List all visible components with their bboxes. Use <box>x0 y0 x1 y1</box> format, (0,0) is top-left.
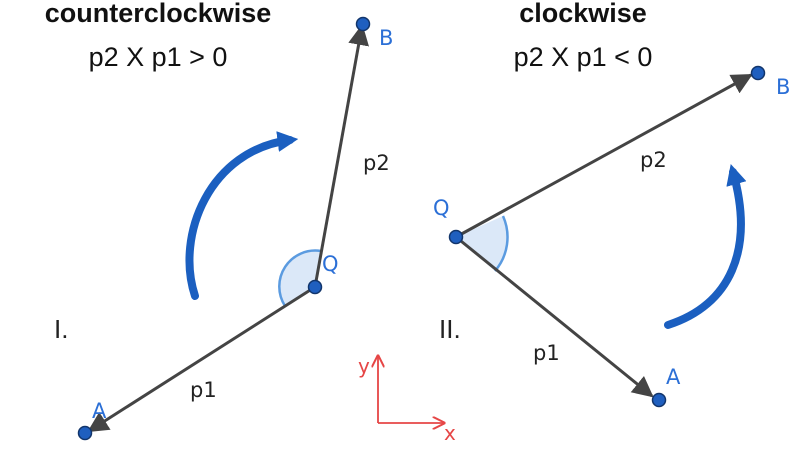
panel-left-p2-label: p2 <box>363 151 390 175</box>
clockwise-arrow-icon <box>664 163 747 329</box>
panel-left-angle-arc <box>278 249 322 307</box>
y-axis-label: y <box>358 354 370 378</box>
panel-left-point-b <box>355 16 371 32</box>
panel-left-vector-p1 <box>87 285 316 433</box>
counterclockwise-arrow-icon <box>185 131 299 300</box>
panel-right-angle-fill <box>456 216 508 271</box>
panel-counterclockwise: counterclockwise p2 X p1 > 0 I. p1 p2 A … <box>45 0 393 441</box>
panel-right-p2-label: p2 <box>640 148 667 172</box>
panel-left-title: counterclockwise <box>45 0 272 28</box>
panel-right-label-b: B <box>776 75 790 99</box>
panel-right-point-q <box>448 229 464 245</box>
panel-left-roman-numeral: I. <box>54 314 68 344</box>
x-axis-label: x <box>444 421 456 445</box>
panel-right-angle-arc <box>494 215 509 272</box>
panel-right-label-a: A <box>666 365 681 389</box>
panel-clockwise: clockwise p2 X p1 < 0 II. p1 p2 Q B A <box>433 0 790 408</box>
panel-left-vector-p2 <box>313 23 369 288</box>
panel-left-angle-fill <box>279 250 321 306</box>
panel-right-point-b <box>750 65 766 81</box>
panel-right-point-a <box>651 392 667 408</box>
panel-right-roman-numeral: II. <box>439 314 461 344</box>
panel-left-label-a: A <box>92 399 107 423</box>
panel-right-label-q: Q <box>433 196 450 220</box>
panel-left-formula: p2 X p1 > 0 <box>89 42 228 72</box>
panel-right-vector-p1 <box>455 235 654 398</box>
panel-left-label-q: Q <box>322 252 339 276</box>
panel-left-label-b: B <box>379 26 393 50</box>
panel-left-point-q <box>307 279 323 295</box>
panel-right-formula: p2 X p1 < 0 <box>514 42 653 72</box>
panel-left-point-a <box>77 425 93 441</box>
panel-left-p1-label: p1 <box>190 378 217 402</box>
panel-right-title: clockwise <box>519 0 647 28</box>
panel-right-vector-p2 <box>455 73 753 239</box>
panel-right-p1-label: p1 <box>533 341 560 365</box>
coordinate-axes: y x <box>358 354 456 445</box>
